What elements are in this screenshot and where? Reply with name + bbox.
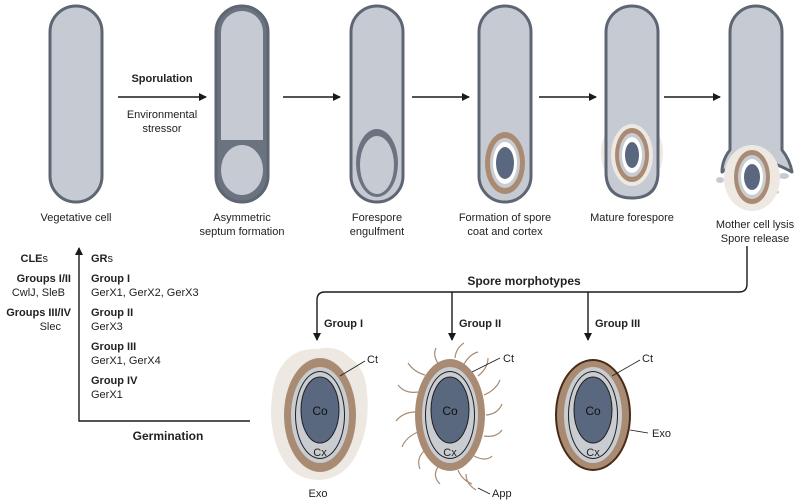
spore-3-co: Co — [585, 404, 601, 418]
grs-group-2-items: GerX3 — [91, 321, 123, 333]
mature-forespore-cell — [601, 4, 663, 200]
stage-label-lysis-2: Spore release — [721, 233, 790, 245]
stage-label-coat-1: Formation of spore — [459, 212, 551, 224]
stage-label-engulfment-2: engulfment — [350, 226, 404, 238]
spore-group-2-body — [415, 359, 485, 471]
germination-label: Germination — [133, 429, 204, 443]
cles-groups-3-4-items: Slec — [40, 321, 62, 333]
grs-group-4-items: GerX1 — [91, 389, 123, 401]
ct-leader-2 — [471, 357, 501, 373]
app-leader — [477, 487, 491, 495]
sporulation-sub-1: Environmental — [127, 109, 197, 121]
morphotype-connector — [313, 246, 748, 341]
engulfment-cell — [349, 4, 405, 204]
stage-label-coat-2: coat and cortex — [467, 226, 543, 238]
stage-label-asymmetric-1: Asymmetric — [213, 212, 271, 224]
grs-group-3-items: GerX1, GerX4 — [91, 355, 161, 367]
spore-1-cx: Cx — [313, 447, 327, 459]
spore-2-app: App — [492, 488, 512, 500]
spore-1-ct: Ct — [367, 354, 378, 366]
grs-group-1-items: GerX1, GerX2, GerX3 — [91, 287, 199, 299]
stage-label-mature: Mature forespore — [590, 212, 674, 224]
cles-groups-3-4-title: Groups III/IV — [6, 307, 71, 319]
spore-group-2 — [395, 342, 503, 491]
germination-arrow — [75, 247, 250, 422]
ct-leader-1 — [339, 360, 366, 377]
grs-title: GRs — [91, 253, 114, 265]
grs-group-1-title: Group I — [91, 273, 130, 285]
cles-groups-1-2-items: CwlJ, SleB — [12, 287, 65, 299]
ct-leader-3 — [611, 359, 641, 377]
stage-label-engulfment-1: Forespore — [352, 212, 402, 224]
asymmetric-septum-cell — [214, 4, 270, 204]
morphotype-group-3: Group III — [595, 318, 640, 330]
lysis-cell — [716, 4, 794, 211]
spore-1-co: Co — [312, 404, 328, 418]
spore-group-1 — [271, 347, 368, 480]
spore-3-cx: Cx — [586, 447, 600, 459]
grs-group-4-title: Group IV — [91, 375, 138, 387]
vegetative-cell — [48, 4, 104, 204]
spore-2-ct: Ct — [503, 353, 514, 365]
coat-cortex-cell — [477, 4, 533, 204]
spore-2-co: Co — [442, 404, 458, 418]
stage-label-asymmetric-2: septum formation — [200, 226, 285, 238]
grs-group-3-title: Group III — [91, 341, 136, 353]
spore-3-exo: Exo — [652, 428, 671, 440]
spore-1-exo: Exo — [309, 488, 328, 500]
spore-2-cx: Cx — [443, 447, 457, 459]
cles-title: CLEs — [21, 253, 49, 265]
stage-label-lysis-1: Mother cell lysis — [716, 219, 795, 231]
exo-leader-3 — [629, 429, 649, 434]
morphotype-group-1: Group I — [324, 318, 363, 330]
cles-groups-1-2-title: Groups I/II — [17, 273, 71, 285]
stage-label-vegetative: Vegetative cell — [41, 212, 112, 224]
spore-3-ct: Ct — [642, 353, 653, 365]
sporulation-sub-2: stressor — [142, 123, 181, 135]
morphotypes-title: Spore morphotypes — [467, 274, 581, 288]
grs-group-2-title: Group II — [91, 307, 133, 319]
sporulation-title: Sporulation — [131, 73, 192, 85]
spore-group-3 — [555, 359, 631, 471]
morphotype-group-2: Group II — [459, 318, 501, 330]
